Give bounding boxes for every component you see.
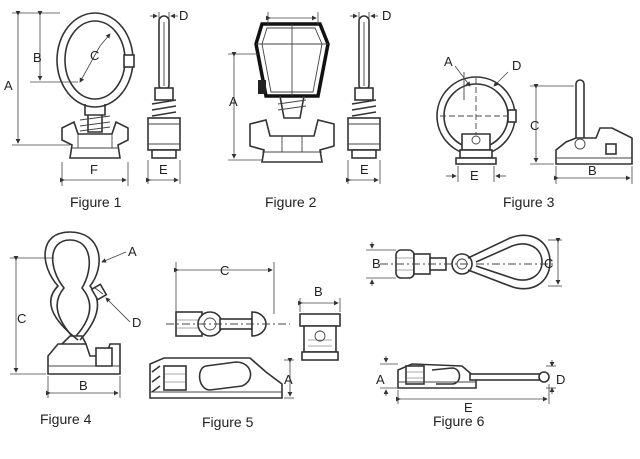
figure-5-caption: Figure 5 xyxy=(202,414,254,430)
figure-3-dimension-e: E xyxy=(470,168,479,183)
figure-6-dimension-a: A xyxy=(376,372,385,387)
figure-1-side-view xyxy=(147,15,181,159)
figure-4-caption: Figure 4 xyxy=(40,411,92,427)
figure-3-dimension-c: C xyxy=(530,118,539,133)
figure-2-bail-fitting xyxy=(249,22,335,163)
figure-1: A B C F D E Figure xyxy=(4,8,188,210)
figure-4-dimension-d: D xyxy=(132,315,141,330)
figure-6-dimension-b: B xyxy=(372,256,381,271)
figure-2-caption: Figure 2 xyxy=(265,194,317,210)
figure-1-dimension-d: D xyxy=(179,8,188,23)
figure-4-shackle-fitting xyxy=(44,231,121,375)
figure-1-dimension-f: F xyxy=(90,162,98,177)
figure-2-dimension-e: E xyxy=(360,162,369,177)
figure-3-ring-front-view xyxy=(436,76,517,165)
figure-6-top-view xyxy=(380,234,556,290)
figure-5-dimension-c: C xyxy=(220,263,229,278)
figure-3-dimension-d: D xyxy=(512,58,521,73)
figure-5-dimension-b: B xyxy=(314,284,323,299)
figure-2: A D E Figure 2 xyxy=(228,8,391,210)
figure-5-side-view xyxy=(149,357,283,399)
figure-2-side-view xyxy=(347,15,381,159)
figure-1-dimension-e: E xyxy=(159,162,168,177)
figure-4-dimension-a: A xyxy=(128,244,137,259)
figure-3-caption: Figure 3 xyxy=(503,194,555,210)
figure-1-ring-fitting xyxy=(56,12,135,159)
figure-3: A D E C B Figure 3 xyxy=(436,54,633,210)
figure-6-dimension-e: E xyxy=(464,400,473,415)
figure-6-dimension-c: C xyxy=(544,256,553,271)
figure-6-caption: Figure 6 xyxy=(433,413,485,429)
figure-1-dimension-a: A xyxy=(4,78,13,93)
figure-4-dimension-b: B xyxy=(79,378,88,393)
figure-1-dimension-c: C xyxy=(90,48,99,63)
figure-4: A D C B Figure 4 xyxy=(10,231,141,427)
figure-2-dimension-d: D xyxy=(382,8,391,23)
figure-1-caption: Figure 1 xyxy=(70,194,122,210)
figure-6: B C A D E Figure xyxy=(366,234,565,429)
figure-5-top-view xyxy=(166,311,290,337)
figure-6-side-view xyxy=(397,363,550,389)
figure-3-dimension-b: B xyxy=(588,163,597,178)
figure-5-end-view xyxy=(299,313,341,361)
figure-4-dimension-c: C xyxy=(17,311,26,326)
figure-2-dimension-a: A xyxy=(229,94,238,109)
figure-5-dimension-a: A xyxy=(284,372,293,387)
figure-3-dimension-a: A xyxy=(444,54,453,69)
figure-3-side-view xyxy=(555,79,633,165)
figure-6-dimension-d: D xyxy=(556,372,565,387)
figure-5: C A B Figure 5 xyxy=(149,262,341,430)
figure-1-dimension-b: B xyxy=(33,50,42,65)
